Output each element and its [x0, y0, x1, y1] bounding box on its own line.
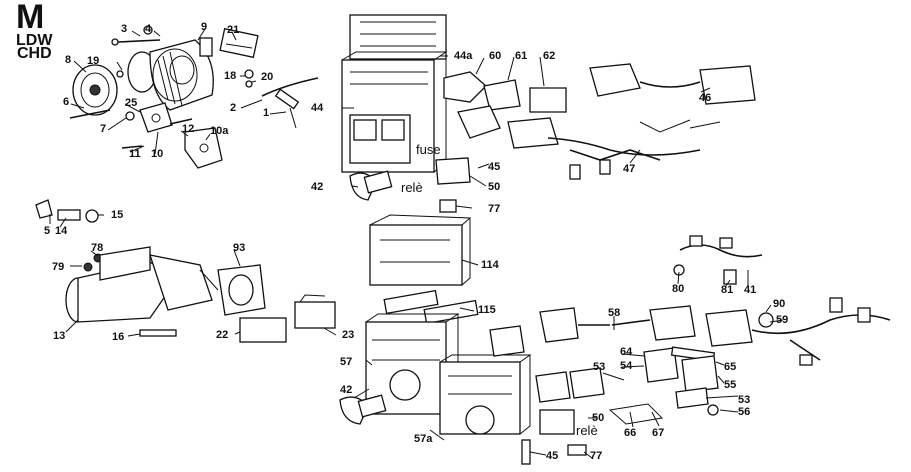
part-label-114: 114 [481, 259, 500, 271]
part-label-57a: 57a [414, 433, 433, 445]
part-label-25: 25 [125, 97, 137, 109]
part-label-50-top: 50 [488, 181, 500, 193]
part-label-4: 4 [145, 23, 152, 35]
part-number-labels: 3 4 9 21 8 19 18 20 6 25 2 1 7 12 10a 11… [44, 21, 788, 462]
part-label-77-bottom: 77 [590, 450, 602, 462]
part-label-15: 15 [111, 209, 123, 221]
part-label-79: 79 [52, 261, 64, 273]
part-label-46: 46 [699, 92, 711, 104]
part-label-9: 9 [201, 21, 207, 33]
lower-panel-group [339, 214, 605, 465]
lower-right-harness-group [539, 235, 891, 425]
part-label-50-bottom: 50 [592, 412, 604, 424]
part-label-1: 1 [263, 107, 269, 119]
part-label-7: 7 [100, 123, 106, 135]
part-label-16: 16 [112, 331, 124, 343]
part-label-41: 41 [744, 284, 756, 296]
part-label-19: 19 [87, 55, 99, 67]
part-label-80: 80 [672, 283, 684, 295]
part-label-5: 5 [44, 225, 50, 237]
part-label-44a: 44a [454, 50, 473, 62]
rele-label-bottom: relè [576, 423, 598, 438]
part-label-22: 22 [216, 329, 228, 341]
part-label-58: 58 [608, 307, 620, 319]
part-label-13: 13 [53, 330, 65, 342]
part-label-11: 11 [129, 148, 141, 160]
part-label-61: 61 [515, 50, 527, 62]
engine-series-line1: LDW [16, 32, 53, 49]
part-label-81: 81 [721, 284, 733, 296]
part-label-42-top: 42 [311, 181, 323, 193]
part-label-3: 3 [121, 23, 127, 35]
part-label-10: 10 [151, 148, 163, 160]
rele-label-top: relè [401, 180, 423, 195]
engine-series-line2: CHD [17, 45, 52, 62]
part-label-64: 64 [620, 346, 633, 358]
part-label-67: 67 [652, 427, 664, 439]
part-label-21: 21 [227, 24, 239, 36]
part-label-77-top: 77 [488, 203, 500, 215]
part-label-53-right: 53 [738, 394, 750, 406]
part-label-42-bottom: 42 [340, 384, 352, 396]
part-label-18: 18 [224, 70, 236, 82]
part-label-12: 12 [182, 123, 194, 135]
leader-lines [49, 28, 784, 459]
part-label-56: 56 [738, 406, 750, 418]
part-label-62: 62 [543, 50, 555, 62]
part-label-57: 57 [340, 356, 352, 368]
part-label-59: 59 [776, 314, 788, 326]
part-label-20: 20 [261, 71, 273, 83]
part-label-90: 90 [773, 298, 785, 310]
part-label-8: 8 [65, 54, 71, 66]
part-label-93: 93 [233, 242, 245, 254]
part-label-44: 44 [311, 102, 324, 114]
part-label-65: 65 [724, 361, 736, 373]
starter-motor-assembly [35, 199, 336, 343]
part-label-66: 66 [624, 427, 636, 439]
part-label-6: 6 [63, 96, 69, 108]
part-label-45-top: 45 [488, 161, 500, 173]
part-label-23: 23 [342, 329, 354, 341]
part-label-2: 2 [230, 102, 236, 114]
part-label-55: 55 [724, 379, 736, 391]
part-label-47: 47 [623, 163, 635, 175]
part-label-115: 115 [478, 304, 496, 316]
part-label-10a: 10a [210, 125, 229, 137]
fuse-label: fuse [416, 142, 441, 157]
part-label-14: 14 [55, 225, 68, 237]
alternator-assembly [69, 25, 319, 169]
control-panel-group [341, 14, 756, 213]
diagram-code: M [16, 0, 45, 36]
part-label-54: 54 [620, 360, 633, 372]
part-label-45-bottom: 45 [546, 450, 558, 462]
part-label-60: 60 [489, 50, 501, 62]
part-label-53-left: 53 [593, 361, 605, 373]
part-label-78: 78 [91, 242, 103, 254]
